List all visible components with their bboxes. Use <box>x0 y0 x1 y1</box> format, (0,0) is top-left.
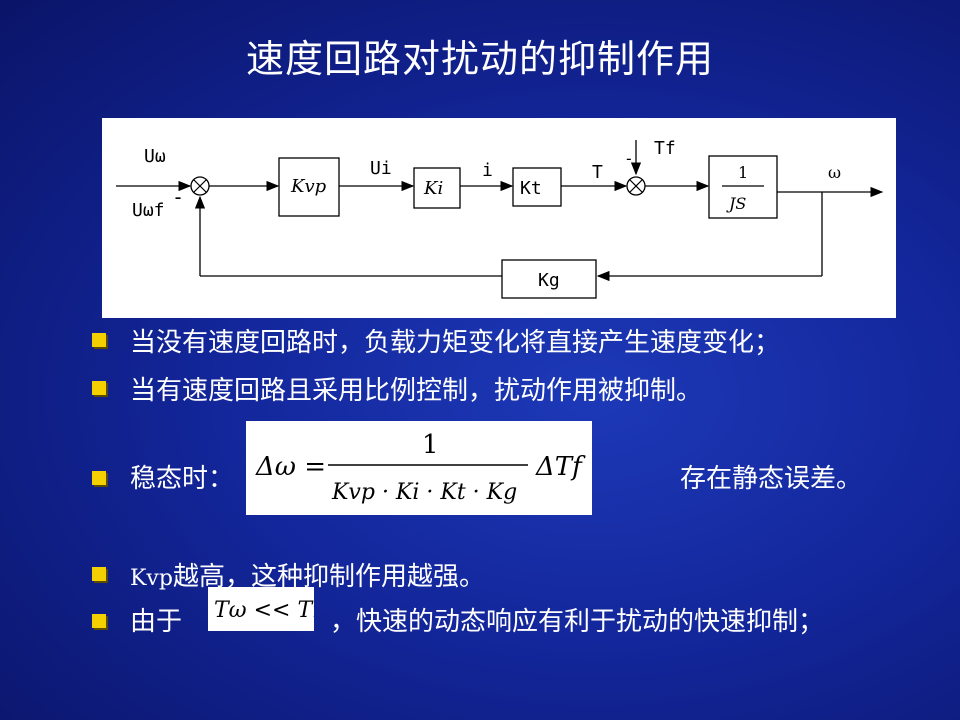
bullet-4 <box>92 567 106 581</box>
block-diagram: Uω Uωf - Kvp Ui Ki i Kt T Tf - 1 JS ω Kg <box>102 118 896 318</box>
kg-label: Kg <box>538 270 560 291</box>
steady-state-formula: Δω = 1 Kvp · Ki · Kt · Kg ΔTf <box>246 421 592 515</box>
steady-state-label: 稳态时： <box>130 464 235 494</box>
tf-minus: - <box>624 149 634 168</box>
bullet-text-1: 当没有速度回路时，负载力矩变化将直接产生速度变化； <box>130 328 781 358</box>
ui-label: Ui <box>370 158 392 179</box>
static-error-note: 存在静态误差。 <box>680 464 863 494</box>
plant-denominator: JS <box>726 194 746 213</box>
bullet-3 <box>92 471 106 485</box>
plant-numerator: 1 <box>738 163 748 182</box>
i-label: i <box>482 160 493 181</box>
kt-block <box>512 167 562 207</box>
minus-sign-1: - <box>172 185 184 209</box>
formula-numerator: 1 <box>422 430 439 460</box>
input-label: Uω <box>144 146 166 167</box>
kg-block <box>501 259 597 299</box>
output-label: ω <box>828 163 841 182</box>
bullet-2 <box>92 381 106 395</box>
inequality-text: Tω << Tm <box>214 598 314 623</box>
formula-lhs: Δω = <box>255 452 326 482</box>
bullet-text-2: 当有速度回路且采用比例控制，扰动作用被抑制。 <box>130 376 703 406</box>
kvp-term: Kvp <box>130 566 173 591</box>
bullet-text-5-prefix: 由于 <box>130 607 183 637</box>
time-constant-inequality: Tω << Tm <box>208 587 333 631</box>
plant-block <box>708 155 778 219</box>
bullet-text-5-suffix: ，快速的动态响应有利于扰动的快速抑制； <box>330 607 825 637</box>
kt-label: Kt <box>520 178 542 199</box>
t-label: T <box>592 162 603 183</box>
bullet-5 <box>92 614 106 628</box>
formula-rhs: ΔTf <box>535 452 586 482</box>
bullet-1 <box>92 333 106 347</box>
kvp-block <box>278 157 340 217</box>
formula-denominator: Kvp · Ki · Kt · Kg <box>331 480 517 505</box>
ki-block <box>413 167 461 209</box>
slide-title: 速度回路对扰动的抑制作用 <box>245 37 714 81</box>
tf-label: Tf <box>654 138 676 159</box>
feedback-input-label: Uωf <box>132 200 165 221</box>
kvp-label: Kvp <box>290 176 327 197</box>
ki-label: Ki <box>423 178 443 199</box>
